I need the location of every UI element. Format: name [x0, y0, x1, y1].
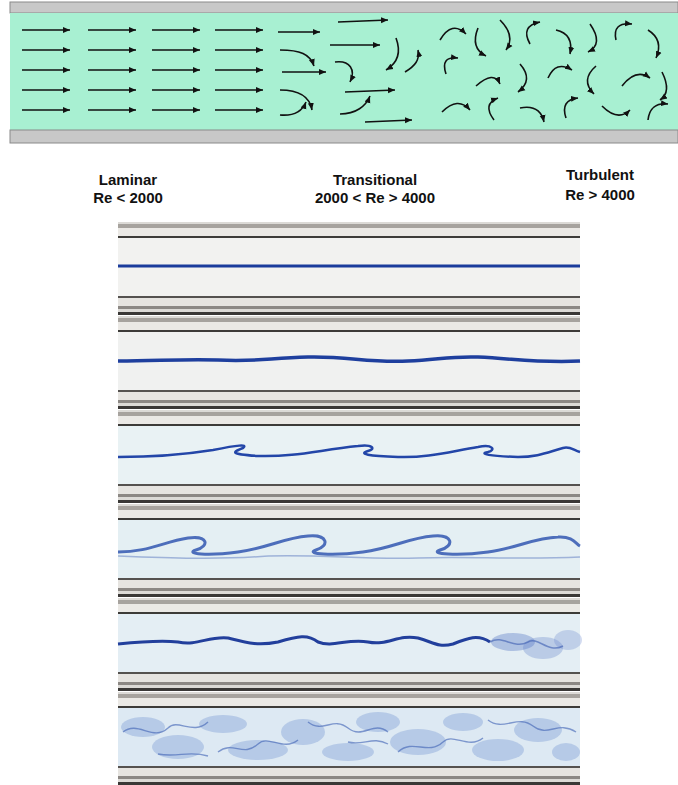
reynolds-range: Re > 4000 — [565, 186, 635, 204]
reynolds-range: Re < 2000 — [93, 189, 163, 207]
regime-name: Turbulent — [566, 166, 634, 184]
pipe-schematic — [10, 2, 678, 143]
reynolds-range: 2000 < Re > 4000 — [315, 189, 435, 207]
flow-arrows — [22, 20, 668, 122]
regime-name: Laminar — [99, 171, 157, 189]
dye-photos — [118, 222, 582, 785]
regime-name: Transitional — [333, 171, 417, 189]
